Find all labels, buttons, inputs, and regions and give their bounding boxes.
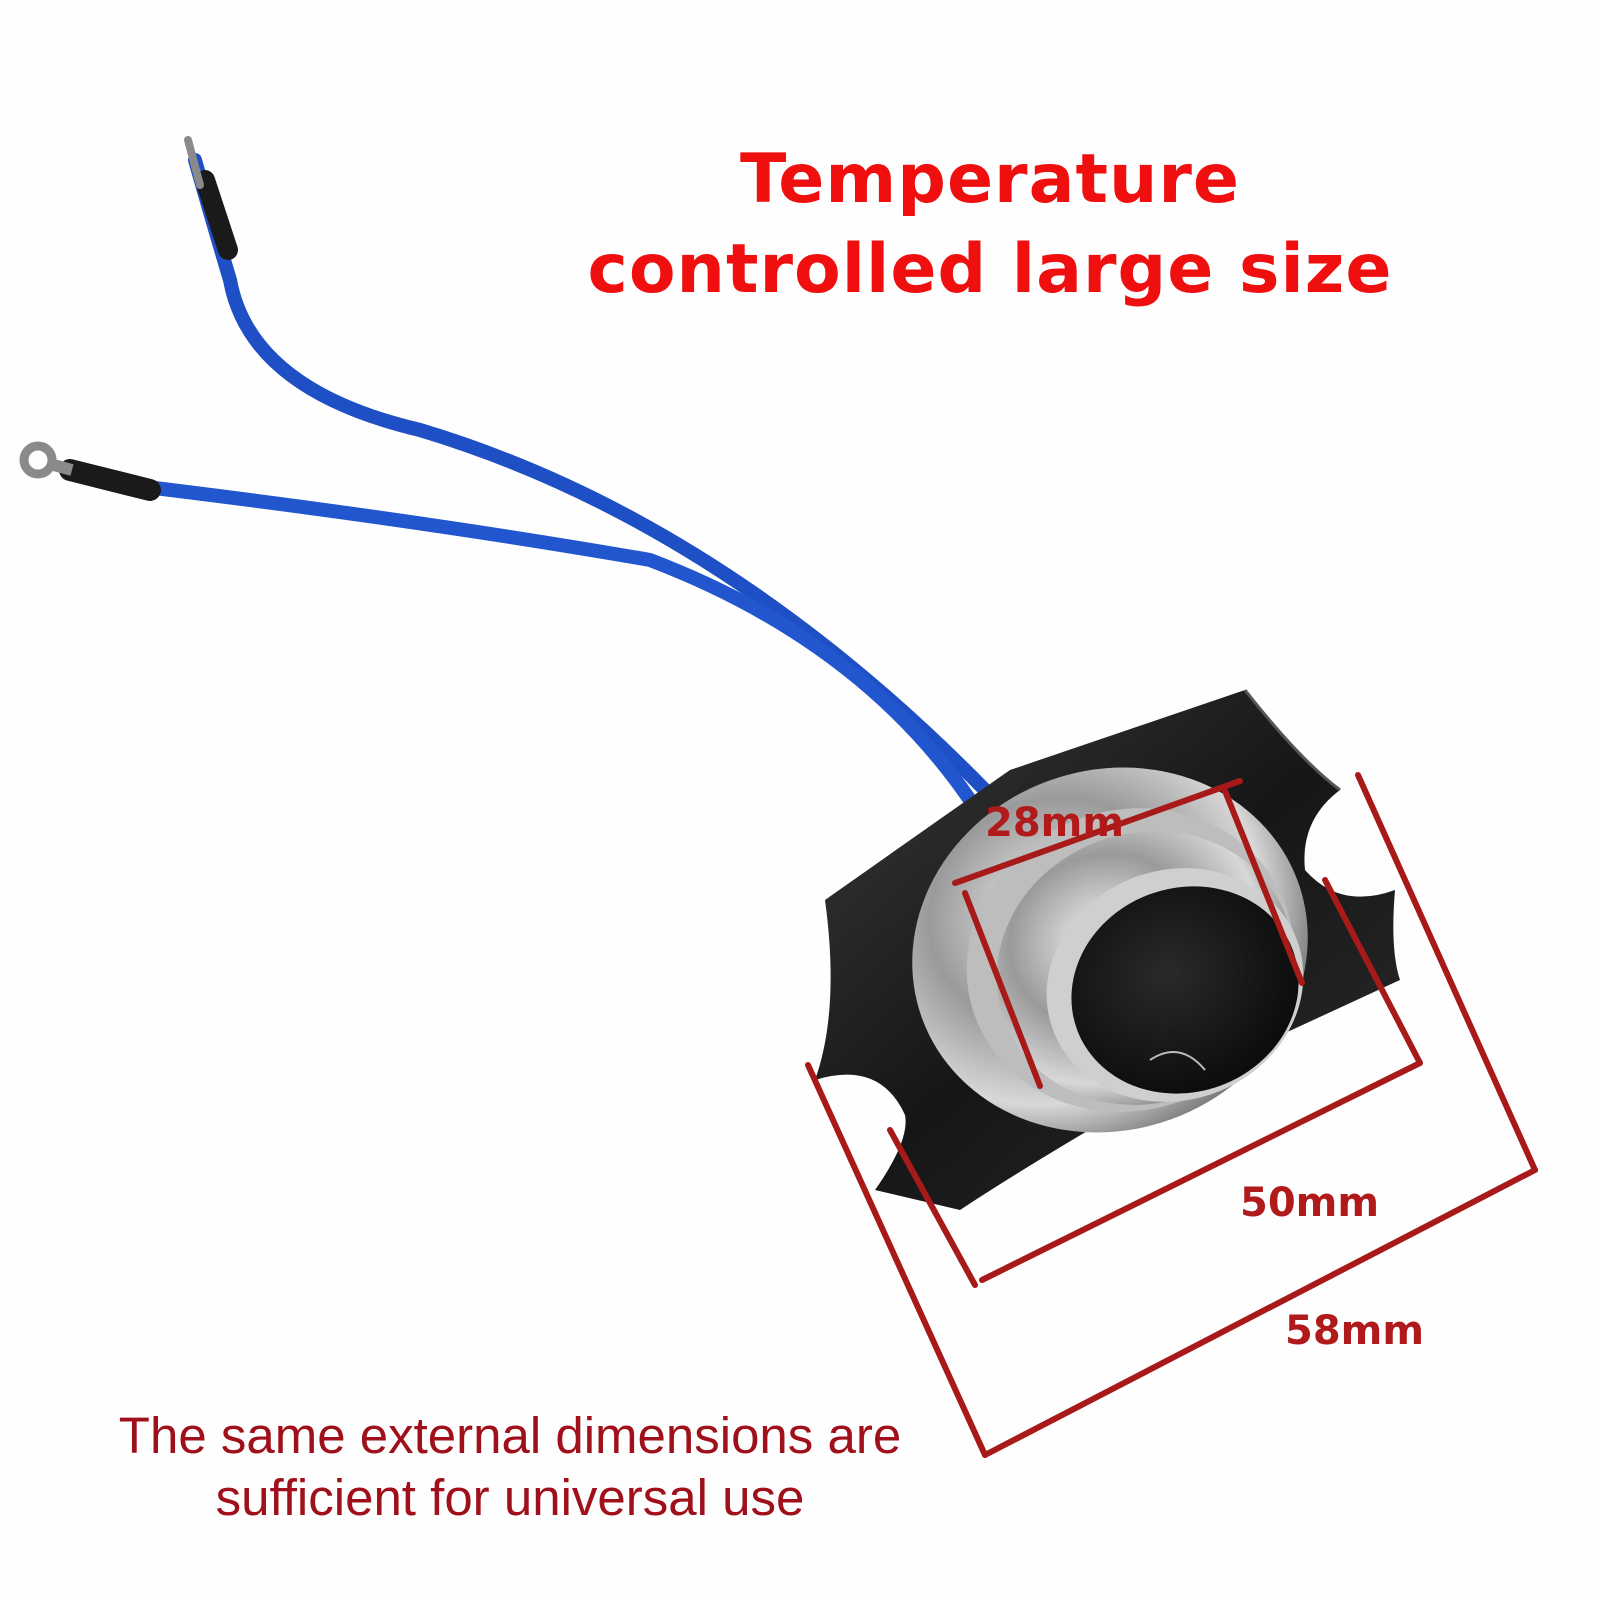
dim-50-left-tick (887, 1127, 978, 1288)
headline: Temperature controlled large size (560, 135, 1420, 315)
dim-58-left-tick (805, 1062, 988, 1458)
dimension-lines (805, 772, 1538, 1458)
dimension-label-middle: 50mm (1240, 1180, 1380, 1226)
lead-wires (59, 153, 992, 807)
headline-line-1: Temperature (739, 140, 1241, 219)
dimension-label-inner: 28mm (985, 800, 1125, 846)
dim-50-line (979, 1060, 1423, 1283)
dim-28-line (952, 778, 1243, 886)
caption-line-1: The same external dimensions are (118, 1407, 902, 1464)
headline-line-2: controlled large size (587, 230, 1393, 309)
dim-28-left-tick (962, 890, 1043, 1089)
dim-28-right-tick (1222, 788, 1305, 986)
thermostat-body (912, 767, 1308, 1133)
dimension-label-outer: 58mm (1285, 1308, 1425, 1354)
ring-terminal (19, 441, 74, 479)
caption: The same external dimensions are suffici… (70, 1405, 950, 1529)
dim-50-right-tick (1322, 877, 1423, 1066)
dim-58-right-tick (1355, 772, 1538, 1173)
dim-58-line (982, 1167, 1538, 1458)
spade-terminal (184, 136, 204, 189)
caption-line-2: sufficient for universal use (215, 1469, 805, 1526)
